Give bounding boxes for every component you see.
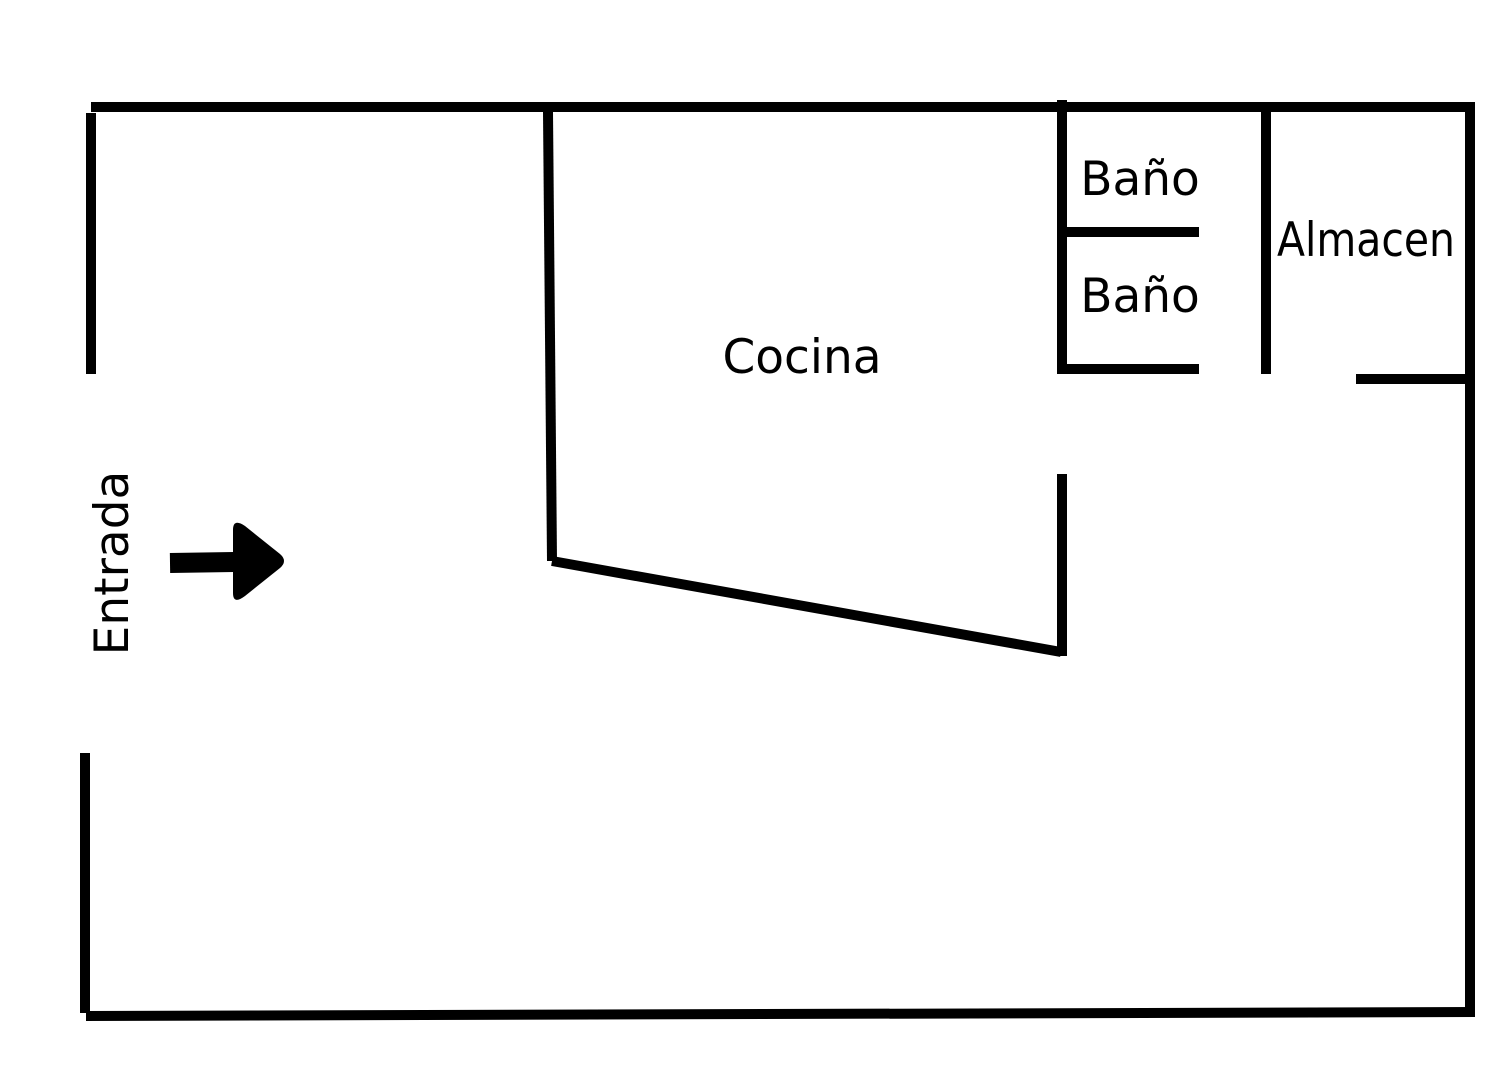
kitchen-label: Cocina <box>722 330 881 385</box>
bathroom-walls <box>1057 100 1199 374</box>
entrance-label: Entrada <box>85 471 140 656</box>
arrow-shaft <box>169 552 235 573</box>
bottom-wall <box>85 1007 1476 1021</box>
storage-label: Almacen <box>1277 213 1455 268</box>
arrow-right-icon <box>169 522 284 600</box>
bathroom-1-label: Baño <box>1080 152 1200 207</box>
kitchen-bottom-wall <box>551 556 1062 657</box>
kitchen-left-wall <box>543 111 557 562</box>
kitchen-walls <box>543 111 1067 657</box>
storage-walls <box>1261 112 1470 384</box>
bathroom-2-label: Baño <box>1080 269 1200 324</box>
exterior-walls <box>80 102 1476 1021</box>
arrow-head <box>233 522 284 600</box>
